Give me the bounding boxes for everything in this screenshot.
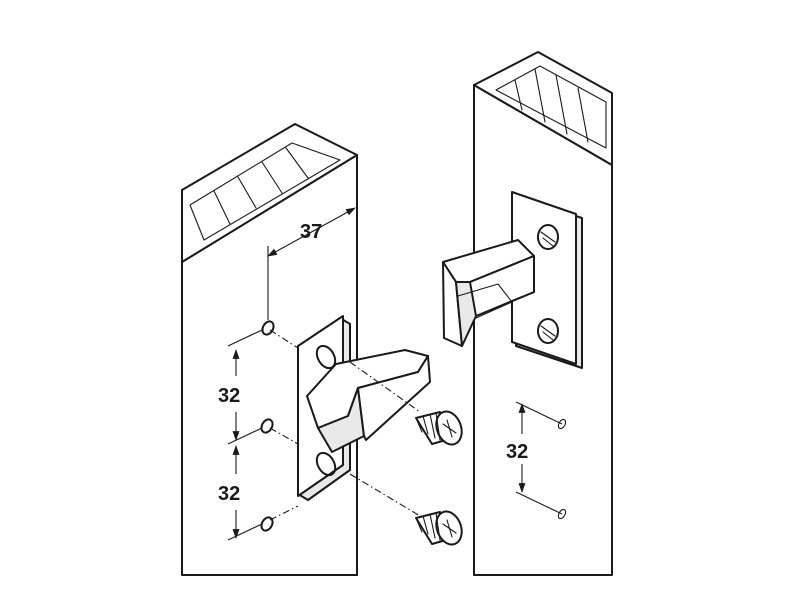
right-plate-screw-hole-bottom [537,318,559,344]
right-catch-receiver [442,191,583,369]
dimension-width: 37 [267,207,356,320]
dimension-label-32-right: 32 [506,441,528,463]
left-panel-top-slats [189,142,341,241]
drill-hole-middle [260,418,274,434]
right-panel-top-slats [495,65,607,149]
drill-hole-top [261,320,275,336]
dimension-left-spacing: 32 32 [218,329,263,541]
dimension-label-37: 37 [300,221,322,243]
drill-hole-bottom [260,516,274,532]
screw-lower [415,510,463,546]
right-plate-screw-hole-top [537,224,559,250]
dimension-label-32-lower: 32 [218,483,240,505]
screw-upper [415,410,463,446]
dimension-right-spacing: 32 [506,401,567,520]
dimension-label-32-upper: 32 [218,385,240,407]
left-plate-screw-hole-bottom [315,451,337,477]
left-catch-bracket [297,315,431,501]
left-drill-holes [260,320,275,532]
drill-centerlines [269,329,421,521]
